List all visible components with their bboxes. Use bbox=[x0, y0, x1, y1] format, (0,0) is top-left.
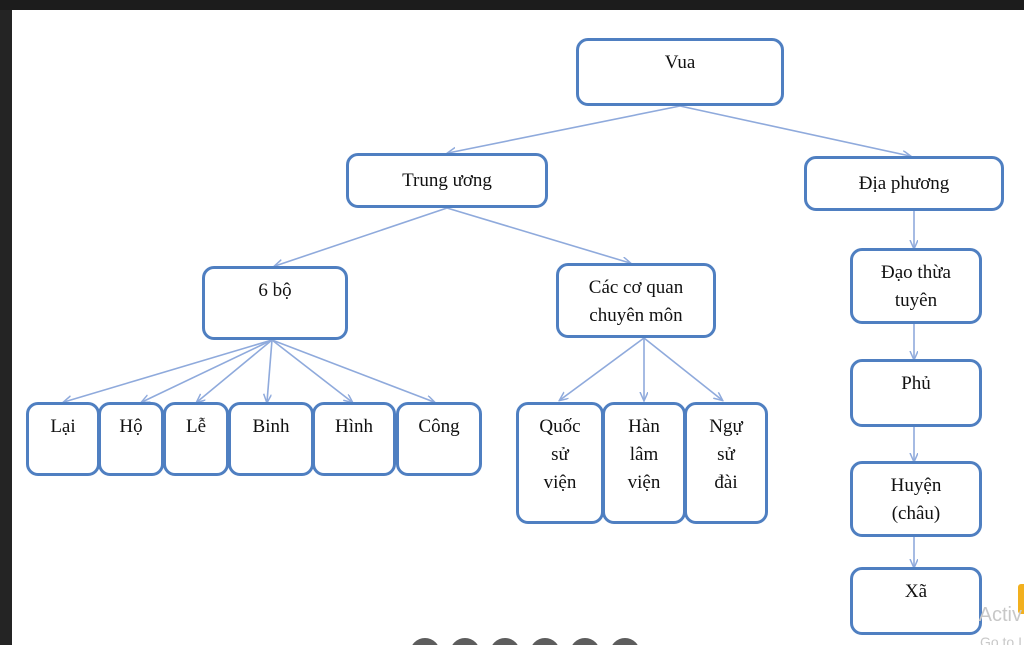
link-6bo-cong bbox=[271, 339, 434, 402]
node-lai: Lại bbox=[26, 402, 100, 476]
connector-lines bbox=[12, 105, 1024, 645]
media-controls bbox=[410, 638, 640, 645]
node-xa: Xã bbox=[850, 567, 982, 635]
control-dot[interactable] bbox=[530, 638, 560, 645]
node-lai-label: Lại bbox=[50, 416, 76, 437]
node-huyen-chau: Huyện (châu) bbox=[850, 461, 982, 537]
link-coquan-ngusu bbox=[643, 337, 722, 400]
node-hinh-label: Hình bbox=[335, 416, 373, 437]
node-han-lam-vien: Hàn lâm viện bbox=[602, 402, 686, 524]
control-dot[interactable] bbox=[570, 638, 600, 645]
control-dot[interactable] bbox=[490, 638, 520, 645]
node-vua-label: Vua bbox=[664, 52, 696, 73]
node-huyen-chau-label: Huyện (châu) bbox=[890, 475, 942, 524]
node-cong-label: Công bbox=[418, 416, 460, 437]
node-phu-label: Phủ bbox=[901, 373, 931, 394]
node-quoc-su-vien: Quốc sử viện bbox=[516, 402, 604, 524]
notification-badge bbox=[1018, 584, 1024, 614]
node-dao-thua-tuyen: Đạo thừa tuyên bbox=[850, 248, 982, 324]
link-coquan-quocsu bbox=[560, 337, 645, 400]
link-trunguong-6bo bbox=[275, 207, 448, 266]
node-binh-label: Binh bbox=[252, 416, 290, 437]
left-frame-bar bbox=[0, 10, 12, 645]
link-6bo-lai bbox=[64, 339, 273, 402]
diagram-canvas: Vua Trung ương Địa phương 6 bộ Các cơ qu… bbox=[12, 10, 1024, 645]
node-cac-co-quan-label: Các cơ quan chuyên môn bbox=[588, 277, 684, 326]
top-frame-bar bbox=[0, 0, 1024, 10]
control-dot[interactable] bbox=[610, 638, 640, 645]
node-dia-phuong: Địa phương bbox=[804, 156, 1004, 211]
node-dia-phuong-label: Địa phương bbox=[858, 172, 950, 194]
node-xa-label: Xã bbox=[904, 581, 928, 602]
activation-watermark-line1: Activ bbox=[978, 604, 1022, 626]
node-ho-label: Hộ bbox=[119, 416, 143, 437]
node-ngu-su-dai: Ngự sử đài bbox=[684, 402, 768, 524]
link-trunguong-coquan bbox=[446, 207, 630, 263]
node-trung-uong: Trung ương bbox=[346, 153, 548, 208]
node-le-label: Lễ bbox=[185, 416, 207, 437]
node-6-bo: 6 bộ bbox=[202, 266, 348, 340]
node-le: Lễ bbox=[163, 402, 229, 476]
node-dao-thua-tuyen-label: Đạo thừa tuyên bbox=[881, 262, 951, 311]
link-6bo-le bbox=[197, 339, 273, 402]
node-cong: Công bbox=[396, 402, 482, 476]
link-6bo-hinh bbox=[271, 339, 352, 402]
node-ngu-su-dai-label: Ngự sử đài bbox=[709, 416, 743, 493]
link-6bo-binh bbox=[267, 339, 273, 402]
node-trung-uong-label: Trung ương bbox=[402, 169, 492, 191]
activation-watermark-line2: Go to I bbox=[979, 634, 1022, 645]
node-ho: Hộ bbox=[98, 402, 164, 476]
node-vua: Vua bbox=[576, 38, 784, 106]
link-6bo-ho bbox=[142, 339, 273, 402]
control-dot[interactable] bbox=[450, 638, 480, 645]
node-6-bo-label: 6 bộ bbox=[258, 280, 292, 301]
node-hinh: Hình bbox=[312, 402, 396, 476]
node-binh: Binh bbox=[228, 402, 314, 476]
link-vua-trunguong bbox=[448, 105, 681, 153]
node-quoc-su-vien-label: Quốc sử viện bbox=[539, 416, 581, 493]
node-han-lam-vien-label: Hàn lâm viện bbox=[627, 416, 661, 493]
control-dot[interactable] bbox=[410, 638, 440, 645]
node-phu: Phủ bbox=[850, 359, 982, 427]
link-vua-diaphuong bbox=[679, 105, 910, 156]
node-cac-co-quan: Các cơ quan chuyên môn bbox=[556, 263, 716, 338]
